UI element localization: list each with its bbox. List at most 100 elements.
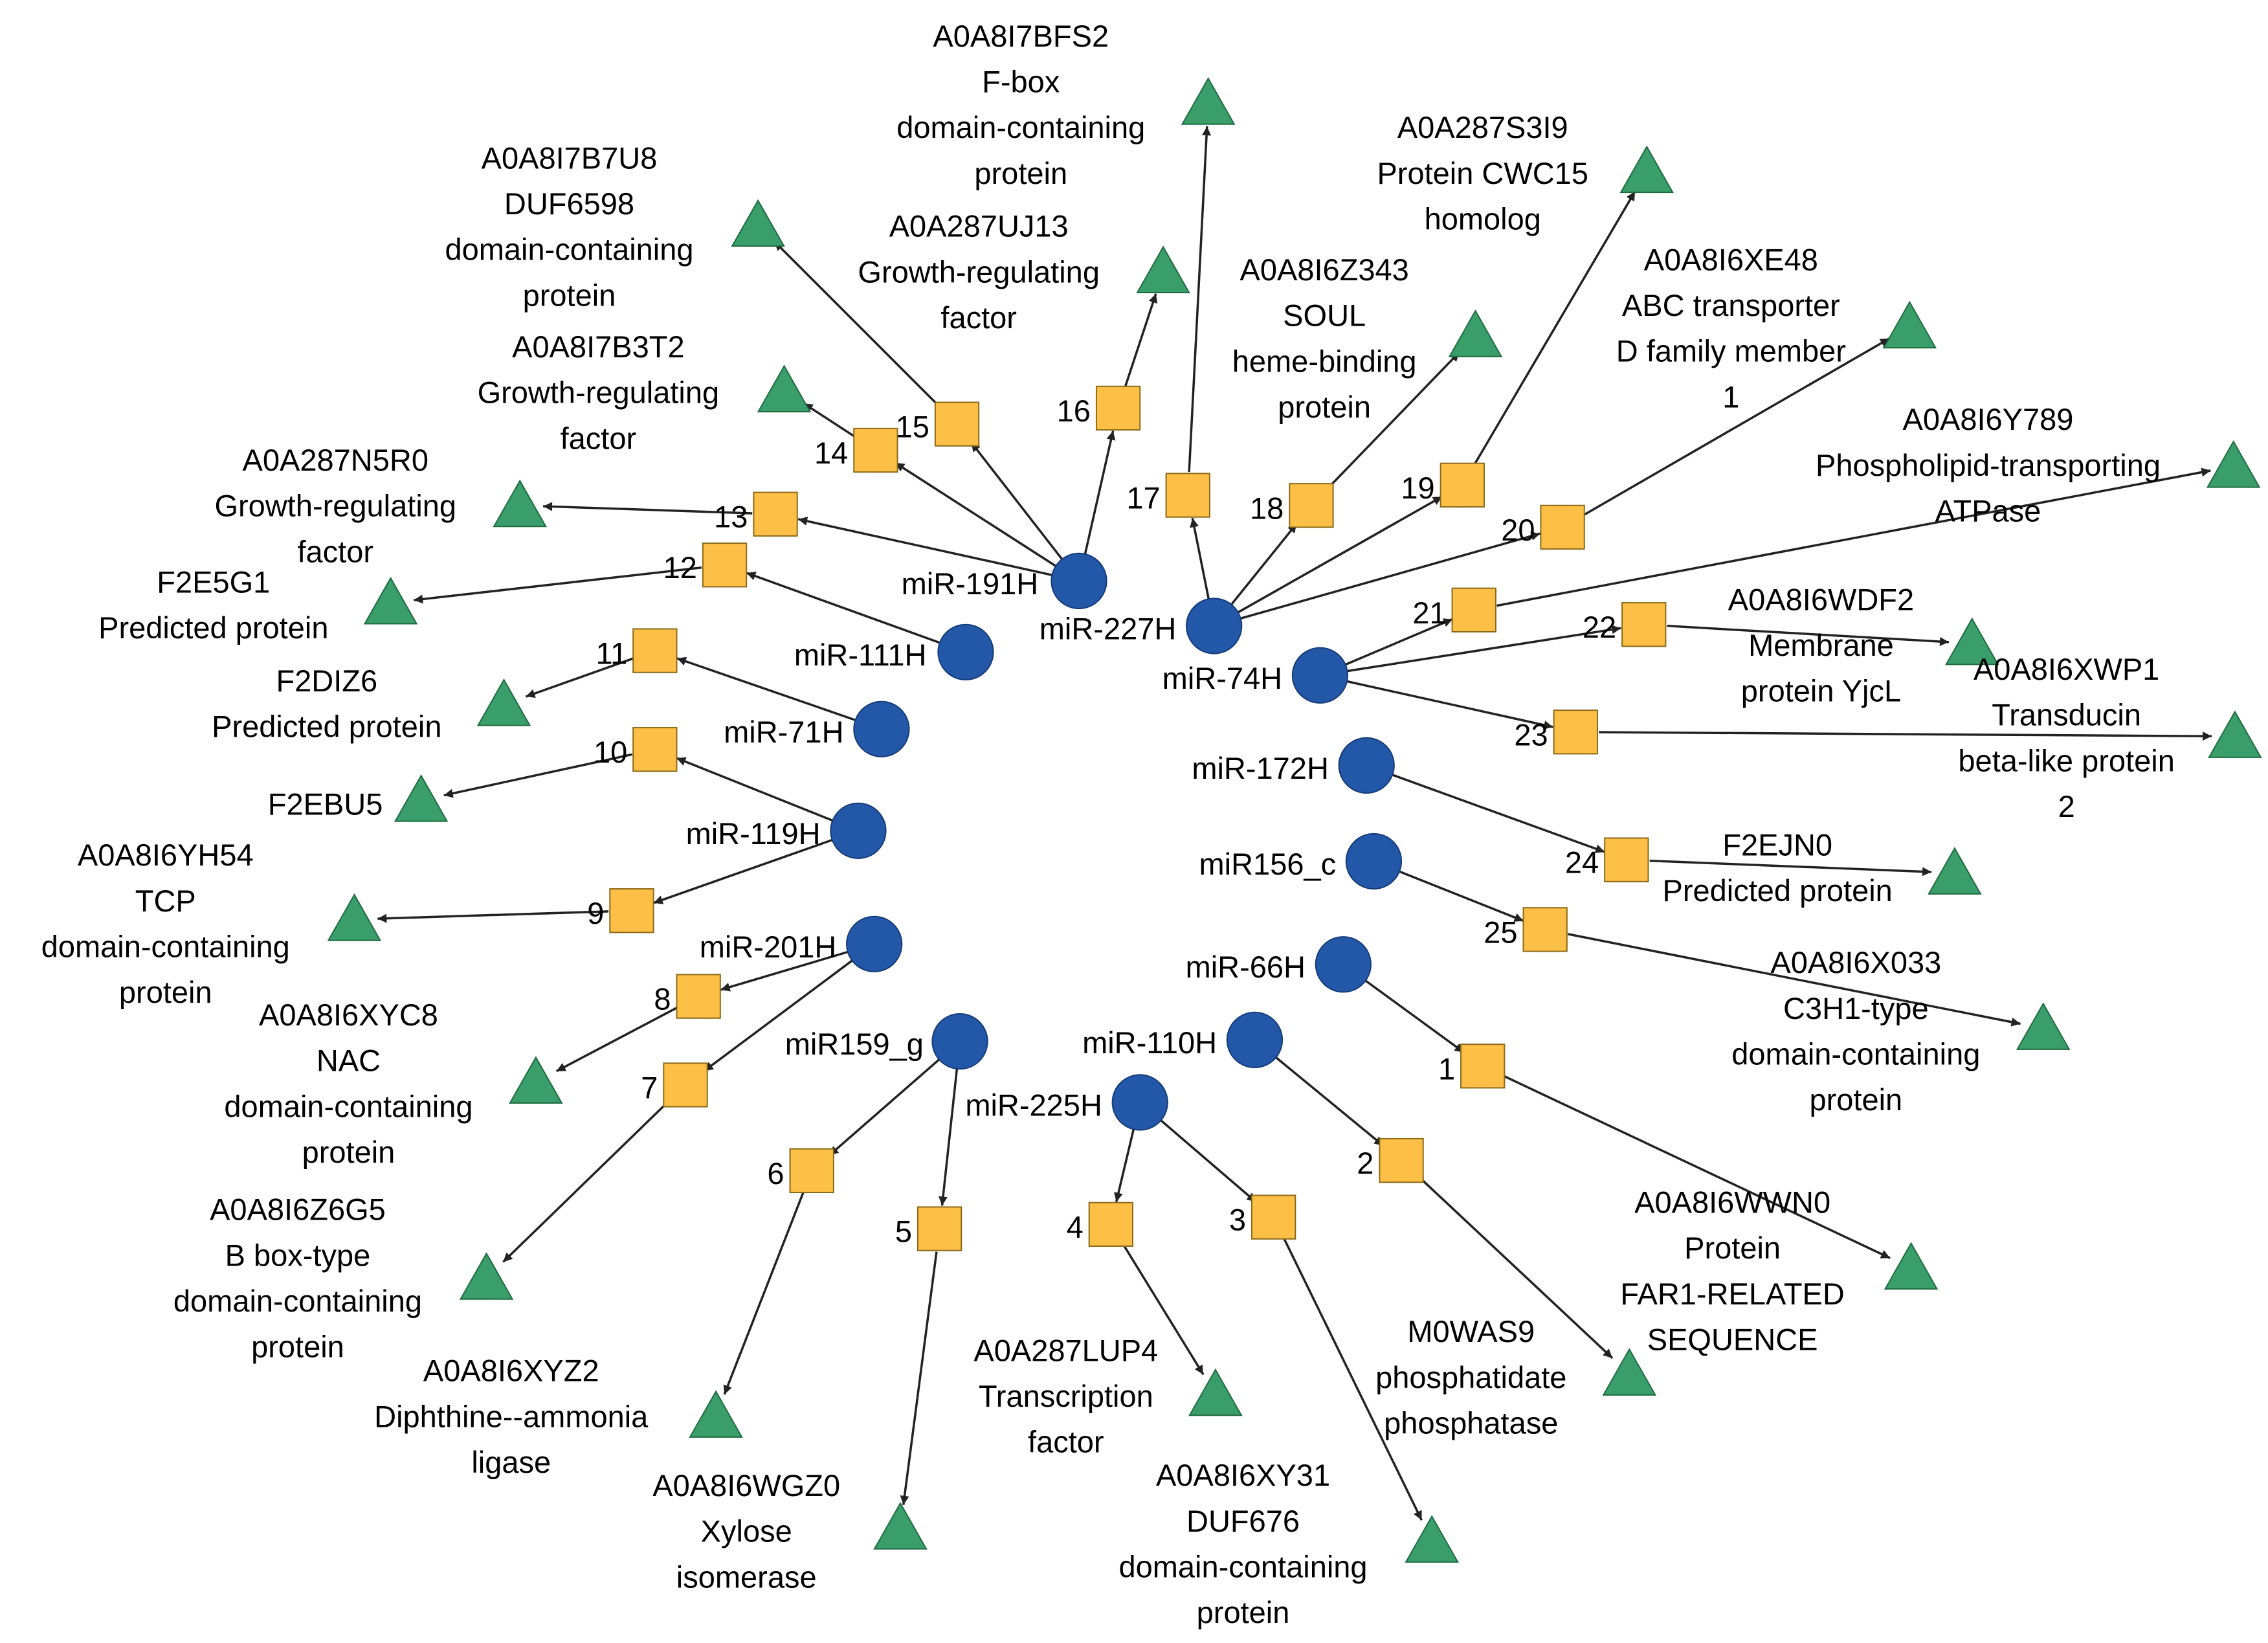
site-node-7[interactable] (663, 1062, 708, 1108)
target-label-line: phosphatidate (1375, 1360, 1566, 1394)
target-label-line: A0A287S3I9 (1397, 110, 1568, 144)
edge-17-to-t17 (1188, 126, 1212, 473)
target-node-t21[interactable] (2206, 440, 2261, 488)
site-label: 4 (1067, 1210, 1084, 1244)
mirna-node-miR-119H[interactable] (830, 802, 887, 859)
edge-5-to-t5 (900, 1251, 938, 1505)
site-node-23[interactable] (1553, 710, 1598, 755)
target-node-t22[interactable] (1945, 617, 1999, 665)
target-label-line: A0A8I6XYZ2 (423, 1354, 599, 1388)
target-node-t25[interactable] (2016, 1002, 2071, 1050)
mirna-node-miR-110H[interactable] (1226, 1011, 1284, 1069)
target-node-t18[interactable] (1448, 309, 1503, 357)
target-label-line: F-box (982, 64, 1060, 98)
target-node-t16[interactable] (1136, 245, 1190, 293)
target-node-t5[interactable] (873, 1502, 928, 1550)
site-node-25[interactable] (1522, 907, 1568, 952)
target-label-line: Growth-regulating (214, 489, 456, 523)
mirna-label: miR-111H (794, 638, 927, 672)
site-label: 5 (895, 1214, 912, 1249)
target-node-t12[interactable] (363, 576, 418, 625)
target-node-t13[interactable] (493, 479, 547, 528)
target-label-line: ABC transporter (1622, 288, 1840, 322)
site-node-6[interactable] (789, 1148, 834, 1193)
site-node-18[interactable] (1289, 483, 1334, 528)
target-node-t14[interactable] (757, 364, 812, 412)
site-node-8[interactable] (676, 974, 721, 1019)
edge-miR-111H-to-12 (746, 572, 940, 644)
site-node-20[interactable] (1540, 504, 1585, 550)
site-node-11[interactable] (632, 628, 678, 673)
target-label-line: C3H1-type (1783, 991, 1929, 1025)
site-node-19[interactable] (1440, 462, 1485, 508)
site-node-4[interactable] (1088, 1202, 1134, 1247)
edge-miR-191H-to-16 (1084, 430, 1116, 555)
target-label-line: F2EJN0 (1722, 827, 1832, 862)
target-node-t2[interactable] (1602, 1348, 1657, 1396)
mirna-node-miR-172H[interactable] (1338, 737, 1395, 794)
site-node-10[interactable] (632, 727, 678, 772)
site-node-3[interactable] (1251, 1194, 1296, 1240)
target-label-line: Membrane (1748, 628, 1894, 662)
site-node-21[interactable] (1451, 587, 1496, 632)
mirna-node-miR-225H[interactable] (1111, 1074, 1168, 1131)
mirna-node-miR-74H[interactable] (1291, 647, 1349, 704)
target-label-line: D family member (1616, 334, 1846, 368)
edge-miR-71H-to-11 (676, 656, 856, 721)
site-node-14[interactable] (853, 427, 898, 473)
target-node-t9[interactable] (327, 893, 382, 941)
target-node-t4[interactable] (1188, 1368, 1243, 1416)
mirna-label: miR156_c (1199, 847, 1337, 881)
mirna-node-miR-227H[interactable] (1186, 598, 1243, 654)
target-label-line: Predicted protein (1663, 873, 1893, 908)
target-node-t10[interactable] (394, 774, 449, 822)
site-node-24[interactable] (1604, 837, 1649, 882)
site-node-22[interactable] (1621, 602, 1667, 647)
target-label-line: A0A287LUP4 (973, 1333, 1158, 1367)
target-node-t20[interactable] (1882, 300, 1937, 349)
edge-9-to-t9 (377, 910, 609, 923)
mirna-node-miR-201H[interactable] (846, 915, 903, 972)
site-node-16[interactable] (1095, 385, 1141, 431)
site-node-5[interactable] (917, 1206, 962, 1251)
target-label-line: Predicted protein (98, 610, 328, 645)
target-label-line: A0A8I6Z343 (1240, 252, 1409, 287)
target-node-t3[interactable] (1405, 1515, 1459, 1563)
target-node-t1[interactable] (1884, 1242, 1939, 1290)
site-node-1[interactable] (1460, 1044, 1506, 1089)
mirna-node-miR-111H[interactable] (937, 623, 994, 681)
target-label-line: beta-like protein (1958, 743, 2174, 777)
target-label-line: SOUL (1283, 298, 1366, 333)
site-node-13[interactable] (753, 491, 798, 537)
target-label-line: protein (1278, 390, 1371, 424)
mirna-node-miR-66H[interactable] (1315, 936, 1372, 993)
target-node-t8[interactable] (509, 1056, 563, 1104)
edge-7-to-t7 (502, 1100, 670, 1263)
target-node-t15[interactable] (731, 199, 785, 247)
target-node-t17[interactable] (1181, 77, 1236, 125)
mirna-node-miR-71H[interactable] (853, 700, 910, 757)
target-node-t6[interactable] (689, 1390, 743, 1438)
target-label-line: domain-containing (224, 1089, 472, 1123)
mirna-node-miR156_c[interactable] (1345, 833, 1403, 890)
edge-miR-201H-to-7 (703, 959, 853, 1072)
target-node-t19[interactable] (1619, 145, 1674, 194)
site-node-17[interactable] (1165, 473, 1210, 518)
mirna-node-miR159_g[interactable] (931, 1013, 988, 1070)
site-node-9[interactable] (609, 888, 654, 933)
site-node-15[interactable] (934, 401, 980, 447)
target-node-t11[interactable] (476, 678, 531, 726)
site-label: 3 (1229, 1203, 1246, 1237)
site-node-2[interactable] (1379, 1137, 1424, 1183)
target-node-t7[interactable] (459, 1252, 514, 1300)
site-label: 18 (1250, 491, 1284, 525)
mirna-node-miR-191H[interactable] (1051, 552, 1107, 610)
target-node-t24[interactable] (1928, 847, 1982, 895)
site-node-12[interactable] (702, 542, 748, 588)
target-label-line: homolog (1425, 201, 1541, 236)
target-node-t23[interactable] (2208, 710, 2262, 758)
